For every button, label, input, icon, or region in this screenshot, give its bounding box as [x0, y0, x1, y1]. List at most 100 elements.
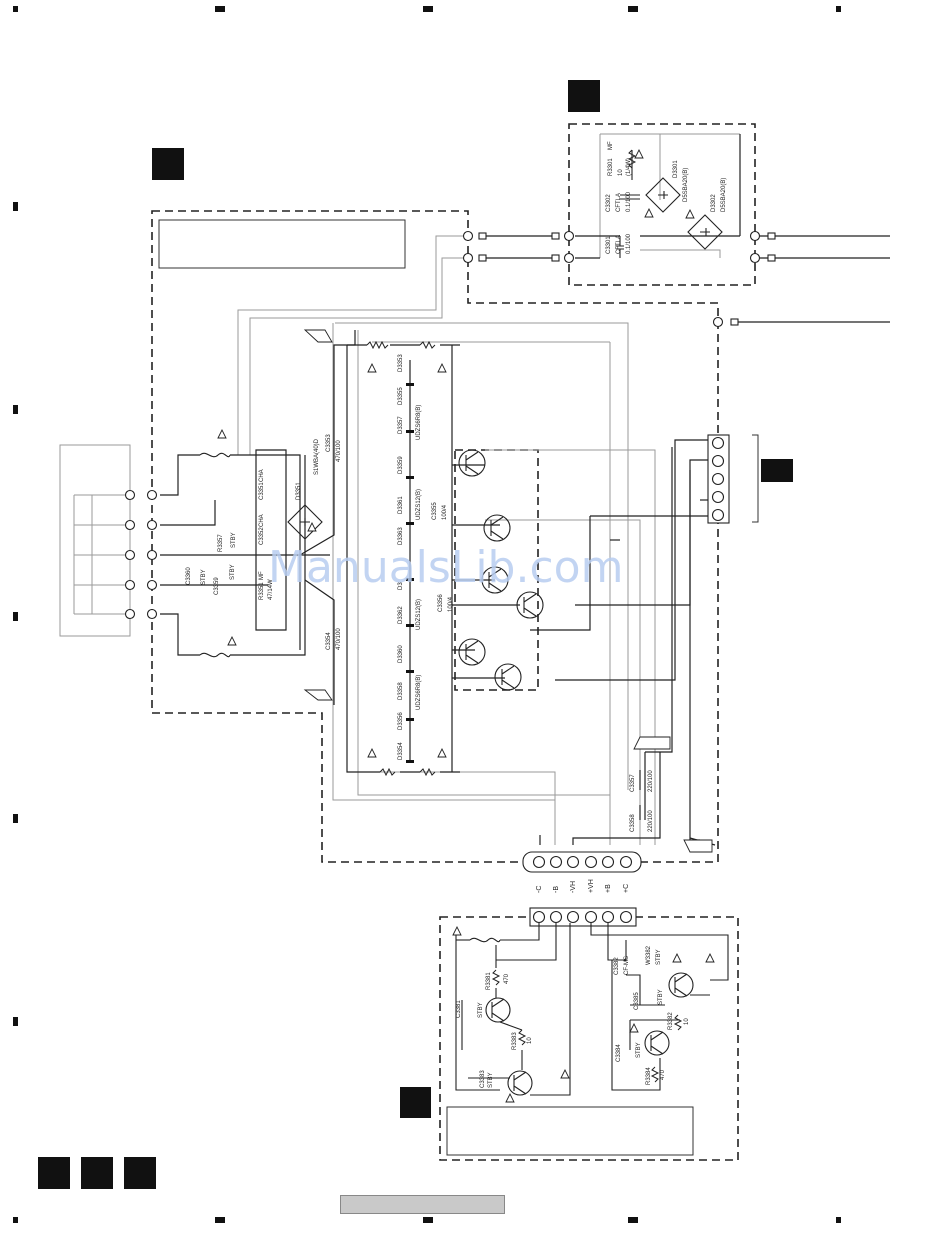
fuse-bottom-board — [469, 937, 501, 943]
fuse-top — [199, 452, 231, 458]
transistor-q5 — [458, 638, 486, 666]
warning-icon — [367, 747, 377, 758]
fuses — [199, 452, 501, 943]
label-c3356-val: 100/4 — [448, 596, 454, 612]
label-c3301: C3301 — [606, 236, 612, 254]
transistor-q10 — [644, 1030, 670, 1056]
label-c3355: C3355 — [432, 502, 438, 520]
warning-icon — [437, 362, 447, 373]
warning-icon — [307, 521, 317, 532]
block-marker-top-left — [152, 148, 184, 180]
label-r3357-val: STBY — [231, 532, 237, 548]
label-c3355-val: 100/4 — [442, 504, 448, 520]
transistor-q9 — [668, 972, 694, 998]
label-c3385: C3385 — [634, 992, 640, 1010]
label-d3353: D3353 — [398, 354, 404, 372]
block-marker-corner-2 — [81, 1157, 113, 1189]
connector-6pin-lower — [529, 907, 637, 927]
footer-bar — [340, 1195, 505, 1214]
label-w3382: W3382 — [646, 945, 652, 965]
warning-icon — [644, 207, 654, 218]
label-c3302: C3302 — [606, 194, 612, 212]
label-c3301-val: CFTLA — [616, 235, 622, 254]
warning-icon — [685, 208, 695, 219]
block-marker-corner-1 — [38, 1157, 70, 1189]
transistor-q4 — [516, 591, 544, 619]
label-d3351: D3351 — [296, 482, 302, 500]
pin-label-0: -C — [536, 886, 543, 893]
label-d3358: D3358 — [398, 682, 404, 700]
warning-icon — [672, 952, 682, 963]
guide-wires — [59, 133, 740, 845]
label-r3384-val: 470 — [660, 1069, 666, 1080]
pin-label-1: -B — [553, 886, 560, 893]
label-c3358-val: 220/100 — [648, 810, 654, 832]
label-d3302-val: D5SBA20(B) — [721, 178, 727, 212]
label-c3301-val2: 0.1/100 — [626, 233, 632, 254]
note-boxes — [158, 219, 694, 1156]
warning-icon — [629, 1022, 639, 1033]
block-marker-top-right — [568, 80, 600, 112]
label-stby-3: STBY — [478, 1002, 484, 1018]
fuse-bottom — [199, 652, 231, 658]
label-d3359: D3359 — [398, 456, 404, 474]
label-stby-1: STBY — [201, 569, 207, 585]
label-d3354: D3354 — [398, 742, 404, 760]
zener-diode-ladder — [406, 383, 414, 763]
label-d3357: D3357 — [398, 416, 404, 434]
component-labels: R3301 MF 10 (1/4W) C3302 CFTLA 0.1/100 C… — [186, 141, 727, 1088]
label-c3351-val: CHA — [259, 469, 265, 482]
lower-board-wires — [455, 923, 729, 1096]
label-d3302: D3302 — [711, 194, 717, 212]
label-c3360: C3360 — [186, 567, 192, 585]
label-c3359: C3359 — [214, 577, 220, 595]
label-c3352-val: CHA — [259, 514, 265, 527]
warning-icon — [227, 635, 237, 646]
transistor-q3 — [481, 566, 509, 594]
label-diode-val-0: UDZS6R8(B) — [416, 405, 422, 440]
pin-label-5: +C — [623, 884, 630, 893]
label-c3351: C3351 — [259, 482, 265, 500]
warning-icon — [437, 747, 447, 758]
label-d3351-val: S1WBA(40)D — [314, 438, 320, 475]
label-d3301: D3301 — [673, 160, 679, 178]
label-r3382: R3382 — [668, 1012, 674, 1030]
bracket — [752, 434, 759, 523]
transistors — [458, 449, 694, 1096]
label-c3302-val2: 0.1/100 — [626, 191, 632, 212]
label-d3355: D3355 — [398, 387, 404, 405]
label-c3381: C3381 — [456, 1000, 462, 1018]
flag-labels — [303, 329, 713, 853]
label-diode-val-1: UDZS12(B) — [416, 489, 422, 520]
warning-icon — [367, 362, 377, 373]
label-d3356: D3356 — [398, 712, 404, 730]
label-c3356: C3356 — [438, 594, 444, 612]
warning-icon — [217, 428, 227, 439]
transistor-q2 — [483, 514, 511, 542]
label-c3302-val: CFTLA — [616, 193, 622, 212]
label-stby-2: STBY — [230, 564, 236, 580]
label-stby-7: STBY — [636, 1042, 642, 1058]
label-r3382-val: 10 — [684, 1018, 690, 1025]
label-r3383-val: 10 — [527, 1037, 533, 1044]
label-c3353: C3353 — [326, 434, 332, 452]
label-d3362: D3362 — [398, 606, 404, 624]
pin-label-2: -VH — [570, 881, 577, 893]
block-marker-bottom — [400, 1087, 431, 1118]
label-c3382: C3382 — [614, 957, 620, 975]
label-d3360: D3360 — [398, 645, 404, 663]
label-r3351: R3351 — [259, 582, 265, 600]
label-r3383: R3383 — [512, 1032, 518, 1050]
transistor-q1 — [458, 449, 486, 477]
label-c3358: C3358 — [630, 814, 636, 832]
transistor-q6 — [494, 663, 522, 691]
label-c3357: C3357 — [630, 774, 636, 792]
label-r3351-val: MF — [259, 571, 265, 580]
label-c3382-val: CF-MS — [624, 956, 630, 975]
label-diode-val-2: UDZS12(B) — [416, 599, 422, 630]
bridge-rectifier-d3351 — [287, 504, 323, 540]
label-c3357-val: 220/100 — [648, 770, 654, 792]
bridge-rectifier-d3301 — [645, 177, 681, 213]
label-r3381: R3381 — [486, 972, 492, 990]
